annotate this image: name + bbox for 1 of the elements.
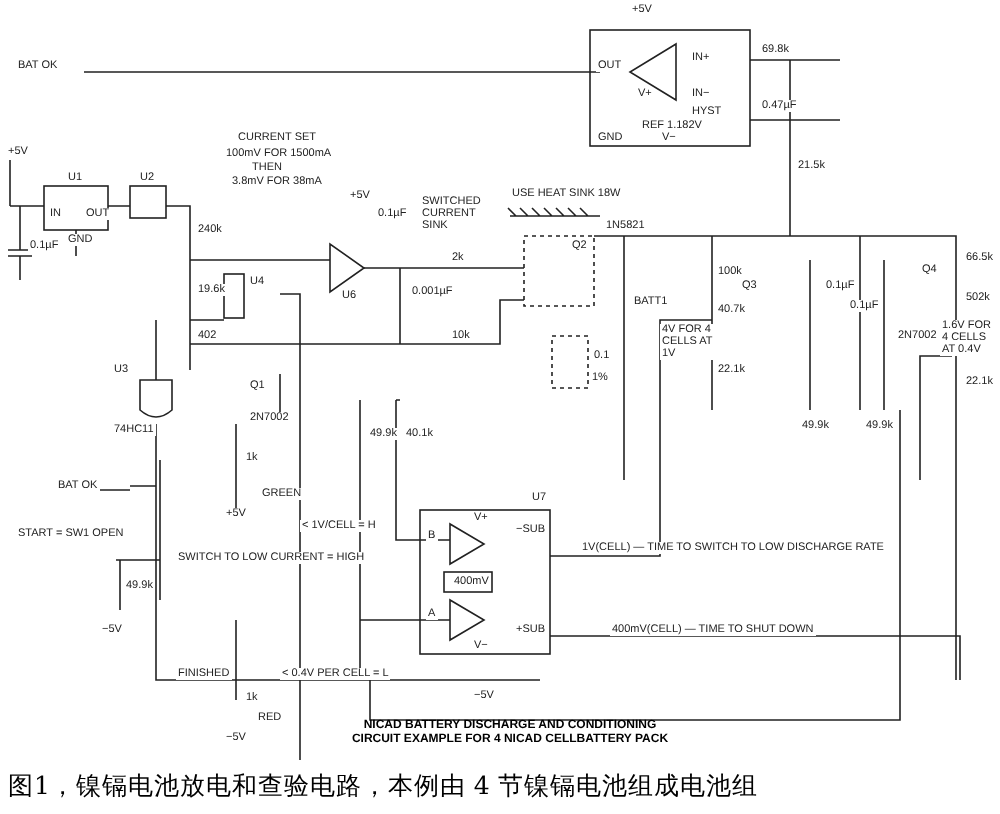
figure-caption: 图1，镍镉电池放电和查验电路，本例由 4 节镍镉电池组成电池组 — [8, 770, 758, 804]
